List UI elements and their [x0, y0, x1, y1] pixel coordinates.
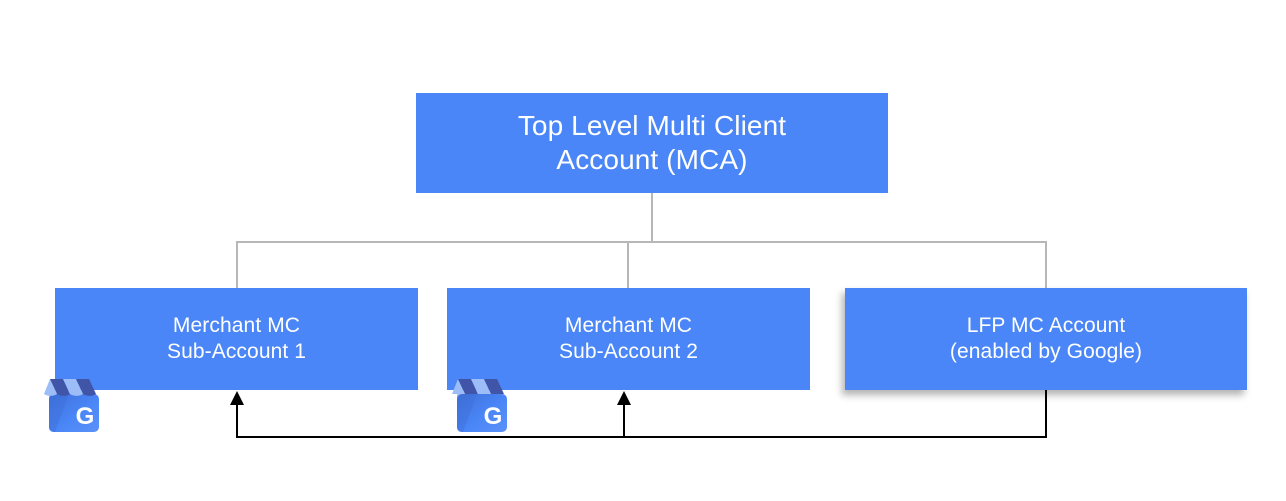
feedback-line-from-lfp — [1045, 390, 1047, 437]
feedback-line-to-sub1 — [236, 402, 238, 437]
node-lfp-mc-account[interactable]: LFP MC Account (enabled by Google) — [845, 288, 1247, 390]
node-top-level-mca[interactable]: Top Level Multi Client Account (MCA) — [416, 93, 888, 193]
connector-horizontal-bar — [236, 241, 1047, 243]
feedback-line-bottom — [236, 436, 1047, 438]
arrowhead-to-sub2-icon — [617, 391, 631, 405]
arrowhead-to-sub1-icon — [230, 391, 244, 405]
connector-drop-lfp — [1045, 241, 1047, 289]
google-my-business-storefront-icon: G — [452, 379, 507, 432]
feedback-line-to-sub2 — [623, 402, 625, 437]
connector-drop-sub2 — [627, 241, 629, 289]
gmb-letter-g: G — [76, 403, 95, 430]
node-merchant-mc-sub-account-2[interactable]: Merchant MC Sub-Account 2 — [447, 288, 810, 390]
node-merchant-mc-sub-account-1[interactable]: Merchant MC Sub-Account 1 — [55, 288, 418, 390]
connector-drop-sub1 — [236, 241, 238, 289]
connector-top-stem — [651, 193, 653, 242]
gmb-letter-g: G — [484, 403, 503, 430]
google-my-business-storefront-icon: G — [44, 379, 99, 432]
